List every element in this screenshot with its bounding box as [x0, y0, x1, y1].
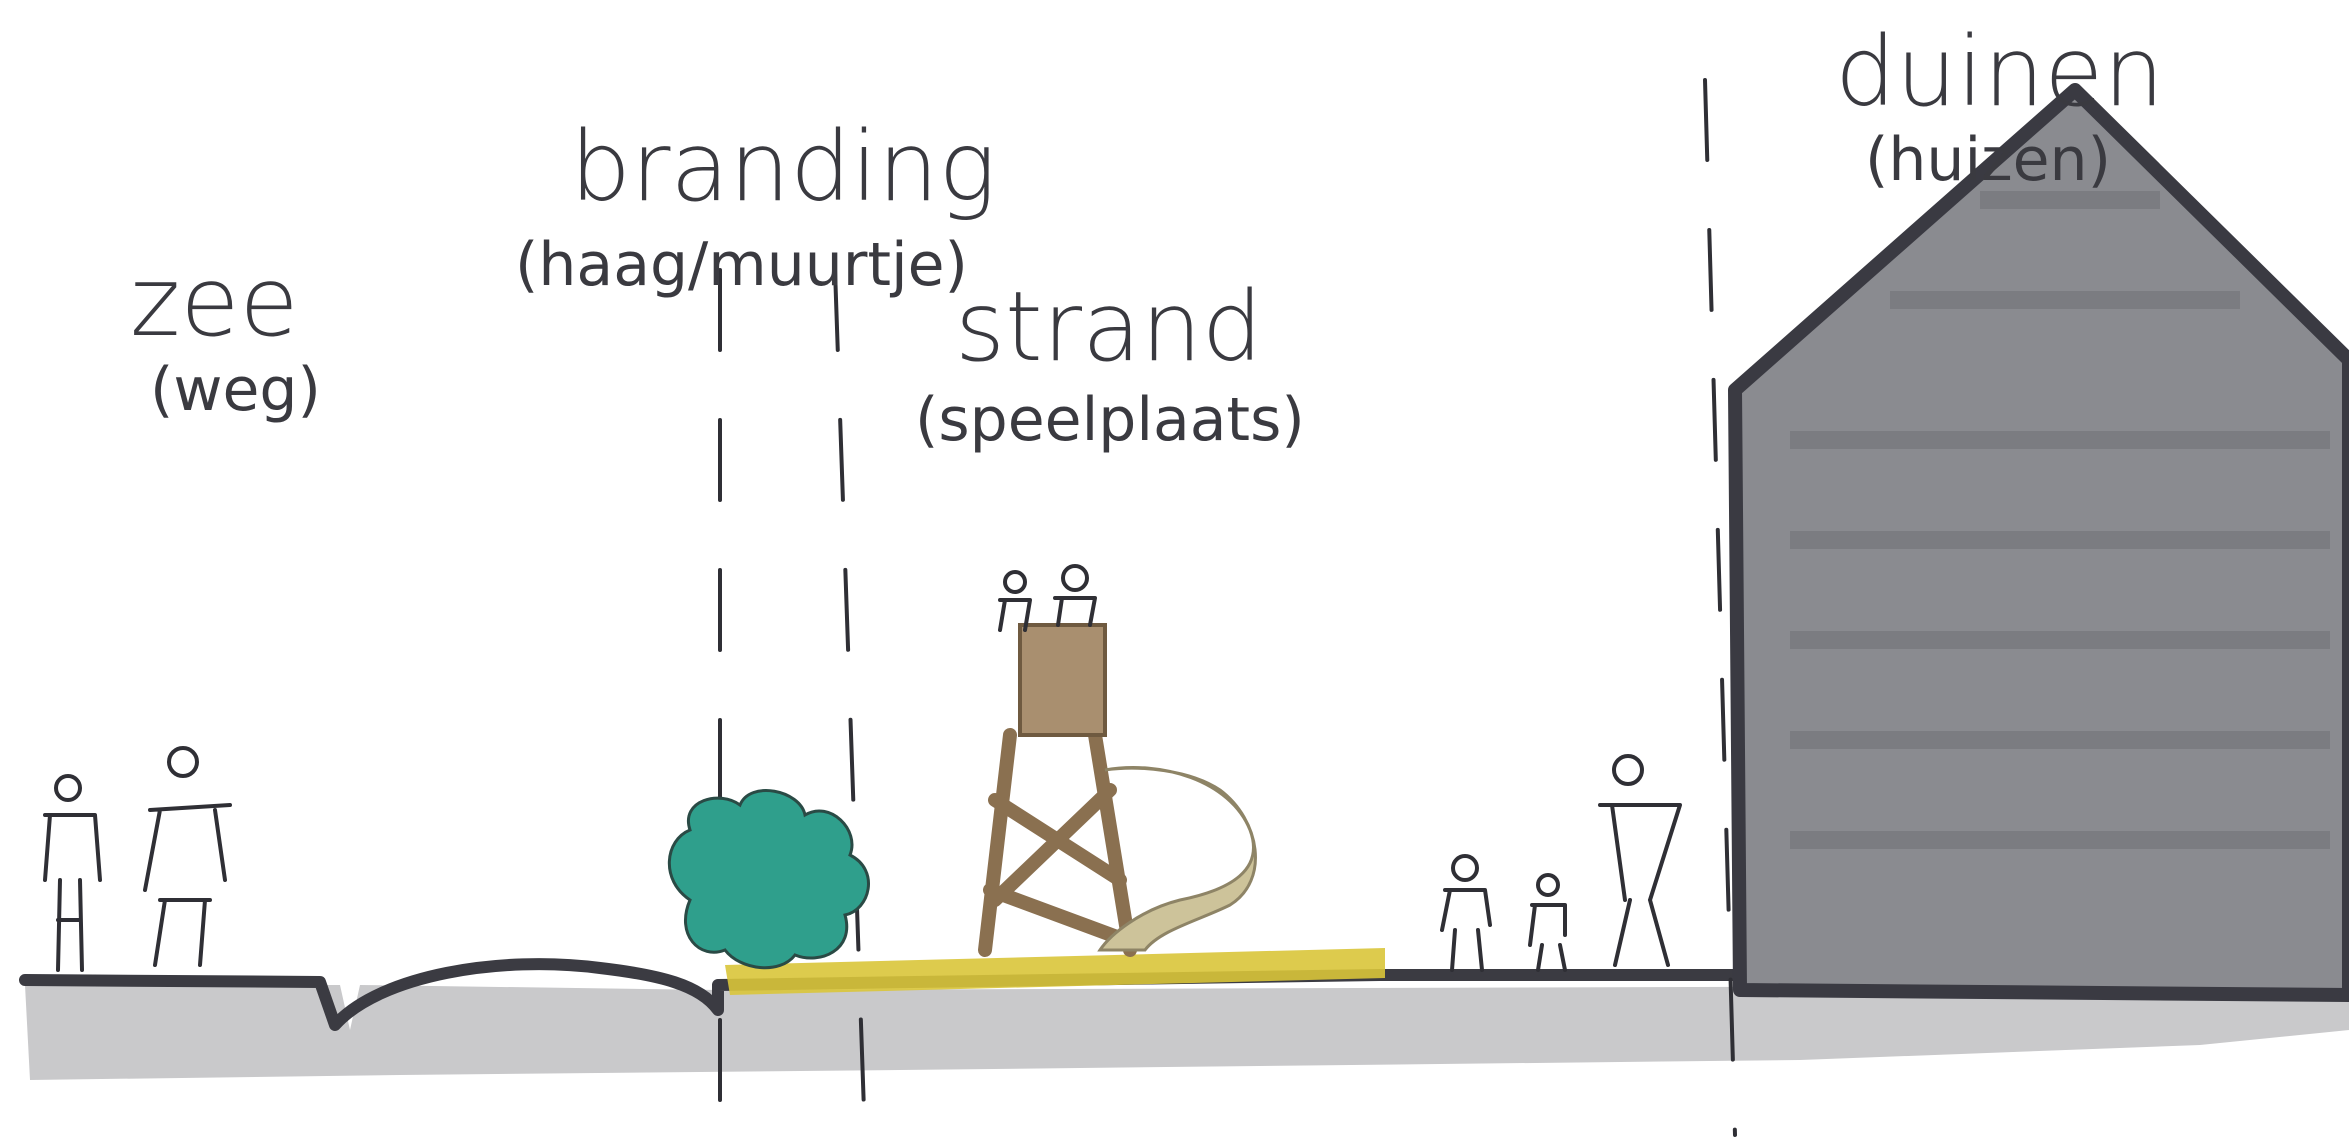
zone-subtitle-zee: (weg)	[150, 355, 321, 425]
zone-title-duinen: duinen	[1835, 16, 2164, 128]
person-beach-2	[1530, 875, 1565, 970]
bush	[669, 791, 868, 968]
zone-subtitle-strand: (speelplaats)	[915, 385, 1305, 455]
zone-title-branding: branding	[570, 111, 996, 223]
person-beach-1	[1442, 856, 1490, 970]
zone-subtitle-branding: (haag/muurtje)	[515, 230, 968, 300]
zone-subtitle-duinen: (huizen)	[1865, 125, 2111, 195]
person-sea-2	[145, 748, 230, 965]
tower-cabin	[1020, 625, 1105, 735]
zone-title-zee: zee	[130, 246, 299, 358]
person-sea-1	[45, 776, 100, 970]
zone-title-strand: strand	[955, 271, 1263, 383]
person-beach-3	[1600, 756, 1680, 965]
kids-on-tower	[1000, 566, 1095, 630]
play-tower	[985, 735, 1130, 950]
